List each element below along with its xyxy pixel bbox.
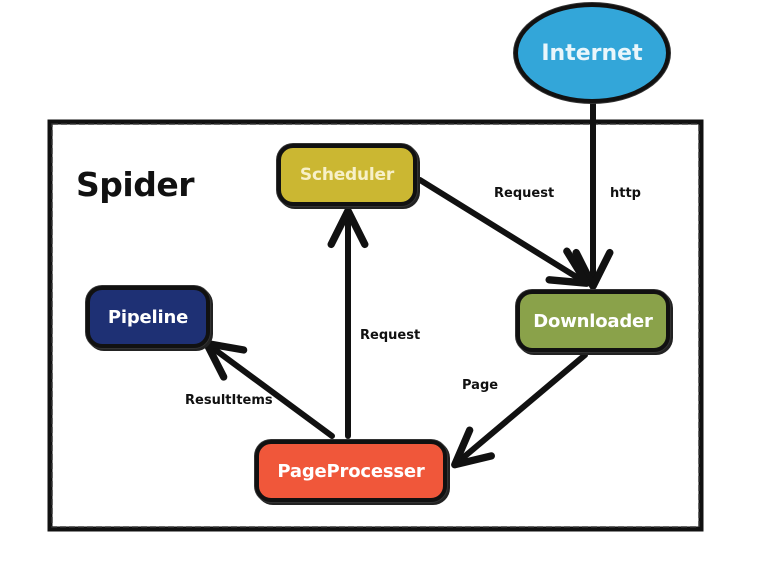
scheduler-node: Scheduler <box>277 144 417 206</box>
internet-node: Internet <box>514 3 670 103</box>
edge-label-page: Page <box>462 378 499 393</box>
edge-label-request-pageprocesser-scheduler: Request <box>360 328 421 343</box>
edge-page <box>451 352 588 469</box>
edge-label-http: http <box>610 186 641 201</box>
edge-label-resultitems: ResultItems <box>185 393 273 408</box>
spider-title: Spider <box>76 165 194 204</box>
edge-label-request-scheduler-downloader: Request <box>494 186 555 201</box>
pageprocesser-node: PageProcesser <box>255 440 447 502</box>
downloader-node: Downloader <box>516 290 670 352</box>
edge-request-scheduler-downloader <box>417 177 591 287</box>
pipeline-node: Pipeline <box>86 286 210 348</box>
edge-resultitems <box>202 339 335 439</box>
spider-container-frame <box>47 119 704 532</box>
